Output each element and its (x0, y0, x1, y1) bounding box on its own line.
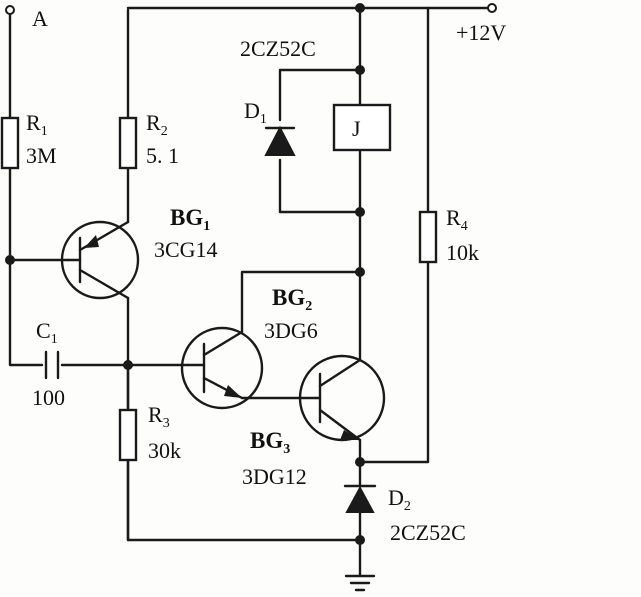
part-bg2: 3DG6 (264, 318, 318, 343)
label-bg1: BG1 (170, 205, 210, 234)
junction-bg1-base (5, 255, 15, 265)
label-node-a: A (32, 6, 48, 31)
transistor-bg2 (180, 326, 264, 410)
part-bg1: 3CG14 (154, 237, 218, 262)
value-c1: 100 (32, 385, 65, 410)
part-d1: 2CZ52C (240, 36, 316, 61)
junction-top-right (355, 3, 365, 13)
capacitor-c1 (44, 350, 60, 380)
label-d2: D2 (388, 485, 411, 514)
label-relay: J (352, 116, 361, 141)
label-r2: R2 (146, 110, 168, 139)
value-r1: 3M (26, 143, 57, 168)
wire-bg2-collector (240, 270, 362, 334)
junction-ground (355, 535, 365, 545)
diode-d2 (343, 484, 377, 513)
value-r3: 30k (148, 438, 181, 463)
transistor-bg1 (60, 220, 140, 300)
label-r3: R3 (148, 402, 170, 431)
relay-j (332, 103, 392, 152)
label-c1: C1 (36, 318, 58, 347)
wire-d1-bottom (278, 158, 362, 214)
value-r4: 10k (446, 240, 479, 265)
junction-bg3-emitter (355, 457, 365, 467)
value-r2: 5. 1 (146, 143, 179, 168)
part-d2: 2CZ52C (390, 520, 466, 545)
resistor-r1 (0, 116, 20, 170)
label-r1: R1 (26, 110, 48, 139)
wires (8, 6, 490, 577)
transistor-bg3 (298, 354, 386, 442)
junction-c1-r3 (123, 360, 133, 370)
label-bg2: BG2 (272, 285, 312, 314)
resistor-r2 (118, 116, 138, 170)
wire-d1-top (278, 68, 362, 122)
part-bg3: 3DG12 (242, 464, 307, 489)
resistor-r4 (418, 210, 438, 264)
ground-symbol (344, 574, 376, 592)
label-supply: +12V (456, 20, 506, 45)
diode-d1 (264, 125, 296, 156)
wire-r4-emitter (360, 260, 430, 464)
junction-relay-top (355, 65, 365, 75)
wire-r1-c1 (8, 166, 44, 367)
label-r4: R4 (446, 205, 468, 234)
label-bg3: BG3 (250, 428, 290, 457)
terminal-a (5, 5, 15, 15)
terminal-supply (487, 3, 497, 13)
junction-collectors (355, 267, 365, 277)
label-d1: D1 (244, 98, 267, 127)
junction-relay-bottom (355, 207, 365, 217)
resistor-r3 (118, 408, 138, 462)
